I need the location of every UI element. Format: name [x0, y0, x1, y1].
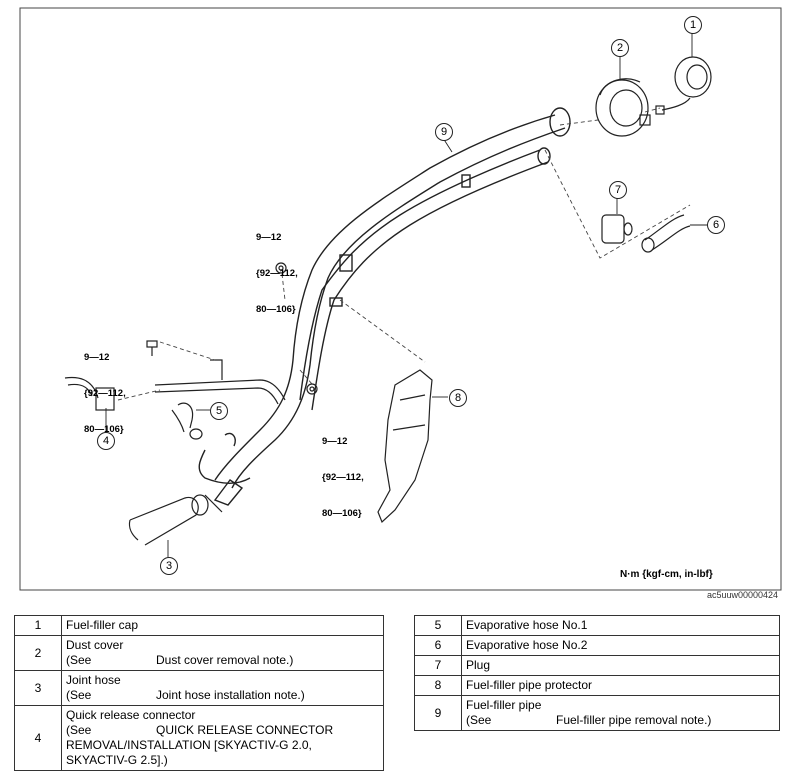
- see-label: (See: [466, 713, 492, 727]
- see-label: (See: [66, 653, 92, 667]
- torque-spec-left: 9—12 {92—112, 80—106}: [84, 352, 126, 435]
- part-name: Evaporative hose No.2: [461, 635, 780, 656]
- evaporative-hose-2-drawing: [641, 214, 691, 253]
- part-name: Plug: [461, 655, 780, 676]
- callout-5: 5: [210, 402, 228, 420]
- torque-spec-right: 9—12 {92—112, 80—106}: [322, 436, 364, 519]
- part-name: Dust cover: [66, 638, 124, 652]
- table-row: 4 Quick release connector (See QUICK RELE…: [14, 705, 384, 771]
- torque-spec-top: 9—12 {92—112, 80—106}: [256, 232, 298, 315]
- part-note: (See Dust cover removal note.): [66, 653, 379, 668]
- diagram-drawing: [19, 7, 782, 591]
- fuel-filler-cap-drawing: [655, 56, 712, 115]
- fuel-filler-pipe: [198, 107, 571, 506]
- callout-4: 4: [97, 432, 115, 450]
- part-note: (See Fuel-filler pipe removal note.): [466, 713, 775, 728]
- part-name: Joint hose: [66, 673, 121, 687]
- part-number: 8: [414, 675, 462, 696]
- part-number: 3: [14, 670, 62, 706]
- table-row: 3 Joint hose (See Joint hose installation…: [14, 670, 384, 706]
- part-cell: Dust cover (See Dust cover removal note.): [61, 635, 384, 671]
- part-name: Evaporative hose No.1: [461, 615, 780, 636]
- leader-lines: [105, 32, 708, 557]
- part-number: 5: [414, 615, 462, 636]
- part-number: 9: [414, 695, 462, 731]
- fasteners: [146, 262, 318, 395]
- part-name: Quick release connector: [66, 708, 196, 722]
- callout-7: 7: [609, 181, 627, 199]
- callout-3: 3: [160, 557, 178, 575]
- guide-lines: [117, 107, 691, 401]
- table-row: 2 Dust cover (See Dust cover removal note…: [14, 635, 384, 671]
- callout-2: 2: [611, 39, 629, 57]
- note-link[interactable]: Dust cover removal note.): [156, 653, 294, 667]
- dust-cover-drawing: [595, 78, 651, 137]
- exploded-parts-diagram: 1 2 3 4 5 6 7 8 9 9—12 {92—112, 80—106} …: [19, 7, 782, 591]
- see-label: (See: [66, 688, 92, 702]
- callout-1: 1: [684, 16, 702, 34]
- see-label: (See: [66, 723, 92, 737]
- note-link[interactable]: Joint hose installation note.): [156, 688, 305, 702]
- table-row: 7 Plug: [414, 655, 780, 676]
- part-name: Fuel-filler pipe protector: [461, 675, 780, 696]
- unit-note: N·m {kgf-cm, in-lbf}: [620, 569, 713, 580]
- evaporative-hose-1-drawing: [171, 402, 203, 440]
- note-link[interactable]: Fuel-filler pipe removal note.): [556, 713, 712, 727]
- table-row: 5 Evaporative hose No.1: [414, 615, 780, 636]
- reference-code: ac5uuw00000424: [707, 590, 779, 600]
- part-note: (See QUICK RELEASE CONNECTOR: [66, 723, 379, 738]
- part-name: Fuel-filler cap: [61, 615, 384, 636]
- part-number: 6: [414, 635, 462, 656]
- part-cell: Fuel-filler pipe (See Fuel-filler pipe re…: [461, 695, 780, 731]
- part-note: (See Joint hose installation note.): [66, 688, 379, 703]
- callout-6: 6: [707, 216, 725, 234]
- note-link-cont[interactable]: SKYACTIV-G 2.5].): [66, 753, 168, 767]
- part-number: 7: [414, 655, 462, 676]
- note-link[interactable]: QUICK RELEASE CONNECTOR: [156, 723, 334, 737]
- part-cell: Joint hose (See Joint hose installation n…: [61, 670, 384, 706]
- pipe-protector-drawing: [377, 369, 433, 524]
- part-name: Fuel-filler pipe: [466, 698, 542, 712]
- plug-drawing: [601, 214, 633, 244]
- part-number: 2: [14, 635, 62, 671]
- table-row: 1 Fuel-filler cap: [14, 615, 384, 636]
- part-cell: Quick release connector (See QUICK RELEAS…: [61, 705, 384, 771]
- part-number: 4: [14, 705, 62, 771]
- diagram-frame: [19, 7, 782, 591]
- callout-9: 9: [435, 123, 453, 141]
- part-number: 1: [14, 615, 62, 636]
- note-link-cont[interactable]: REMOVAL/INSTALLATION [SKYACTIV-G 2.0,: [66, 738, 312, 752]
- callout-8: 8: [449, 389, 467, 407]
- quick-release-connector-drawing: [64, 359, 286, 411]
- table-row: 6 Evaporative hose No.2: [414, 635, 780, 656]
- table-row: 8 Fuel-filler pipe protector: [414, 675, 780, 696]
- parts-table-right: 5 Evaporative hose No.1 6 Evaporative ho…: [414, 615, 780, 731]
- joint-hose-drawing: [128, 494, 223, 546]
